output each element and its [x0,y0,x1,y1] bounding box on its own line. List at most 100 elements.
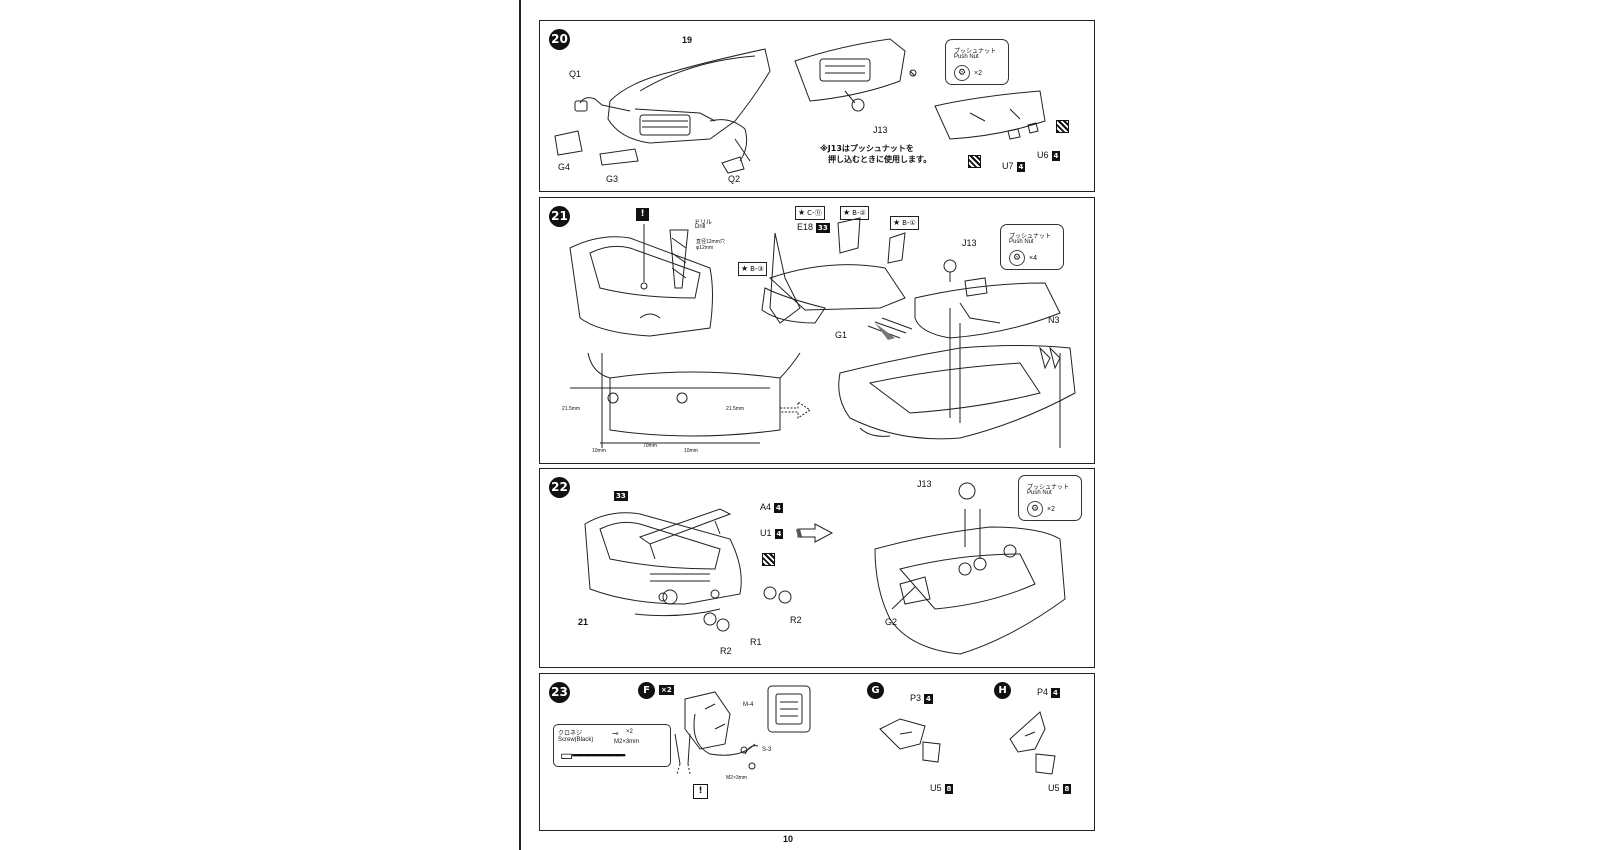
push-nut-en: Push Nut [1009,239,1034,245]
part-label-q2: Q2 [728,174,741,184]
step-number: 23 [549,682,570,703]
page-number: 10 [783,834,794,844]
dim-center: 70mm [643,443,657,449]
part-label-q1: Q1 [569,69,582,79]
step-20-panel: 20 Q1 19 G4 G [539,20,1095,192]
quantity-badge: ×2 [659,685,674,695]
u1-text: U1 [760,528,772,538]
warning-icon: ! [693,784,708,799]
part-label-g3: G3 [606,174,619,184]
push-nut-qty: ×4 [1029,255,1037,262]
push-nut-qty: ×2 [1047,506,1055,513]
screw-icon: ⊸ [612,729,619,738]
hole-label-jp: 直径12mm穴 [696,239,725,245]
screw-qty: ×2 [626,729,633,735]
sticker-box: ★B-① [890,216,919,230]
assembly-note: ※J13はプッシュナットを 押し込むときに使用します。 [820,143,931,165]
instruction-page: 20 Q1 19 G4 G [519,0,1119,850]
push-nut-callout: プッシュナット Push Nut ⚙ ×2 [945,39,1009,85]
mirror-assembly-drawing [540,674,1094,830]
sub-step-letter: F [638,682,655,699]
screwdriver-icon: ▭━━━━━━━ [560,747,625,763]
u5-text: U5 [930,783,942,793]
rear-wing-drawing [540,469,1094,667]
push-nut-jp: プッシュナット [1027,484,1070,491]
dim-bottom-left: 10mm [592,448,606,454]
color-code: 4 [774,528,784,539]
step-23-panel: 23 F ×2 M-4 S-3 M2×3mm ! クロネジ [539,673,1095,831]
push-nut-en: Push Nut [1027,490,1052,496]
sticker-ref: B-② [852,209,866,217]
color-code: 33 [816,222,830,233]
part-label-j13: J13 [873,125,888,135]
car-front-drawing [540,21,1094,191]
part-label-m4: M-4 [743,702,754,708]
sub-step-letter: G [867,682,884,699]
u6-text: U6 [1037,150,1049,160]
part-label-j13: J13 [962,238,977,248]
nut-icon: ⚙ [954,65,970,81]
screw-en: Screw(Black) [558,737,594,743]
dim-bottom-right: 10mm [684,448,698,454]
u5-text: U5 [1048,783,1060,793]
part-label-g4: G4 [558,162,571,172]
screw-info-box: クロネジ Screw(Black) ⊸ ×2 M2×3mm ▭━━━━━━━ [553,724,671,767]
part-label-n3: N3 [1048,315,1060,325]
step-21-panel: 21 [539,197,1095,464]
push-nut-jp: プッシュナット [954,48,997,55]
sticker-mark: ★ [741,264,749,273]
drill-label-jp: ドリル [694,220,713,226]
dim-right: 21.5mm [726,406,745,412]
drill-label-en: Drill [695,224,706,230]
sticker-box: ★B-③ [738,262,767,276]
rear-body-drawing [540,198,1094,463]
part-label-g1: G1 [835,330,848,340]
sticker-ref: B-① [902,219,916,227]
color-code-33: 33 [614,491,628,501]
part-label-r1: R1 [750,637,762,647]
sticker-mark: ★ [843,208,851,217]
push-nut-en: Push Nut [954,54,979,60]
push-nut-jp: プッシュナット [1009,233,1052,240]
hole-label-dim: φ12mm [696,245,714,251]
a4-text: A4 [760,502,772,512]
push-nut-callout: プッシュナット Push Nut ⚙ ×2 [1018,475,1082,521]
p3-text: P3 [910,693,922,703]
paint-hatch-icon [1056,120,1069,133]
screw-jp: クロネジ [558,731,583,737]
color-code: 4 [924,693,933,704]
drill-warning-icon: ! [636,208,649,221]
e18-text: E18 [797,222,814,232]
part-label-r2-right: R2 [790,615,802,625]
part-label-g2: G2 [885,617,898,627]
note-line: 押し込むときに使用します。 [828,155,932,164]
u7-text: U7 [1002,161,1014,171]
screw-size-label: M2×3mm [726,775,747,781]
color-code: 4 [1051,150,1061,161]
sticker-mark: ★ [798,208,806,217]
paint-hatch-icon [762,553,775,566]
sticker-ref: C-⑪ [807,209,822,217]
color-code: 4 [774,502,783,513]
sticker-box: ★B-② [840,206,869,220]
screw-size: M2×3mm [614,739,640,745]
sticker-mark: ★ [893,218,901,227]
page-edge [519,0,521,850]
part-label-s3: S-3 [762,747,772,753]
step-number: 22 [549,477,570,498]
sticker-ref: B-③ [750,265,764,273]
note-line: ※J13はプッシュナットを [820,144,914,153]
dim-left: 21.5mm [562,406,581,412]
part-label-j13: J13 [917,479,932,489]
nut-icon: ⚙ [1009,250,1025,266]
step-number: 20 [549,29,570,50]
